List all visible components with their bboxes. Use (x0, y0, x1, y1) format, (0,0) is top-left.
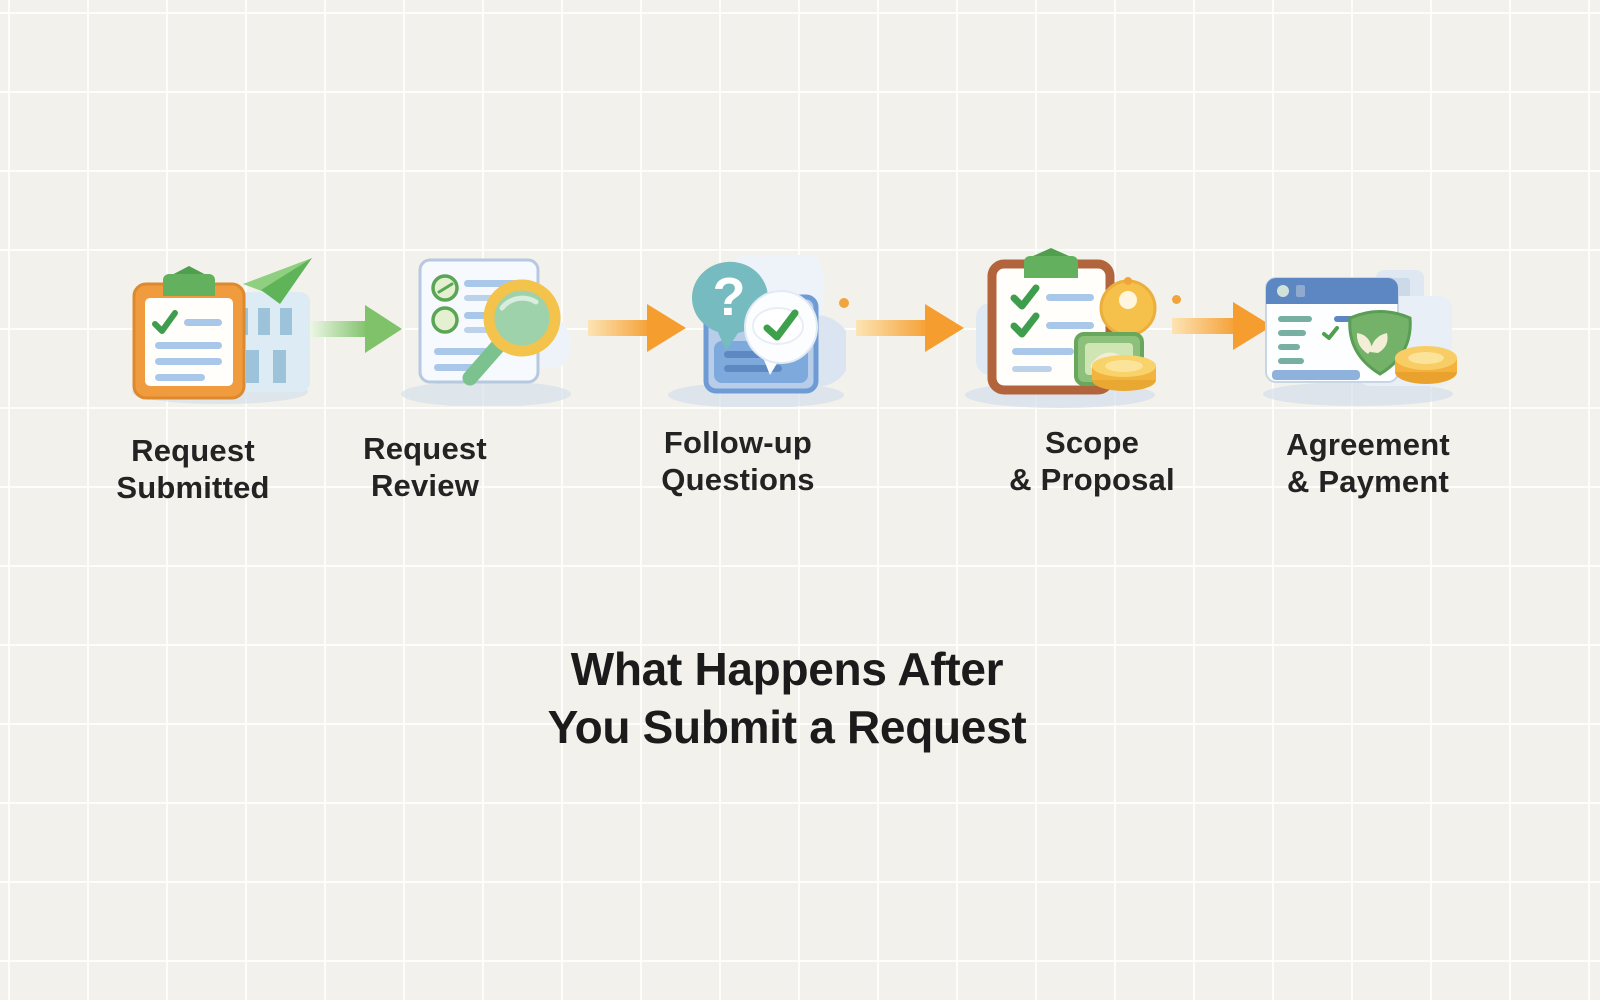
step-label-agreement-payment: Agreement & Payment (1286, 426, 1450, 500)
step-label-line: Submitted (116, 470, 270, 505)
step-label-request-review: Request Review (363, 430, 487, 504)
step-label-line: Agreement (1286, 427, 1450, 462)
page-title-line2: You Submit a Request (547, 701, 1027, 753)
step-label-line: & Payment (1286, 464, 1450, 499)
page-title: What Happens After You Submit a Request (548, 640, 1027, 756)
flow-arrow-orange-icon (856, 300, 964, 356)
flow-arrow-green-icon (310, 300, 402, 358)
document-magnifier-icon (398, 254, 578, 406)
sparkle-dot (1172, 295, 1181, 304)
step-label-line: Scope (1044, 425, 1140, 460)
step-label-line: Review (370, 468, 480, 503)
clipboard-building-paper-plane-icon (128, 250, 318, 405)
checklist-cash-key-coins-icon (960, 248, 1160, 408)
step-label-line: Follow-up (663, 425, 813, 460)
step-label-line: Request (363, 431, 487, 466)
sparkle-dot (1124, 277, 1132, 285)
step-label-line: & Proposal (1009, 462, 1175, 497)
question-answer-bubbles-icon: ? (668, 255, 846, 407)
flow-arrow-orange-icon (588, 300, 686, 356)
sparkle-dot (839, 298, 849, 308)
step-label-request-submitted: Request Submitted (116, 432, 269, 506)
contract-shield-coin-icon (1258, 258, 1463, 406)
step-label-follow-up-questions: Follow-up Questions (661, 424, 814, 498)
step-label-line: Questions (661, 462, 815, 497)
flow-arrow-orange-icon (1172, 298, 1272, 354)
step-label-line: Request (131, 433, 255, 468)
page-title-line1: What Happens After (570, 643, 1004, 695)
question-mark-glyph: ? (713, 267, 746, 327)
step-label-scope-proposal: Scope & Proposal (1009, 424, 1175, 498)
